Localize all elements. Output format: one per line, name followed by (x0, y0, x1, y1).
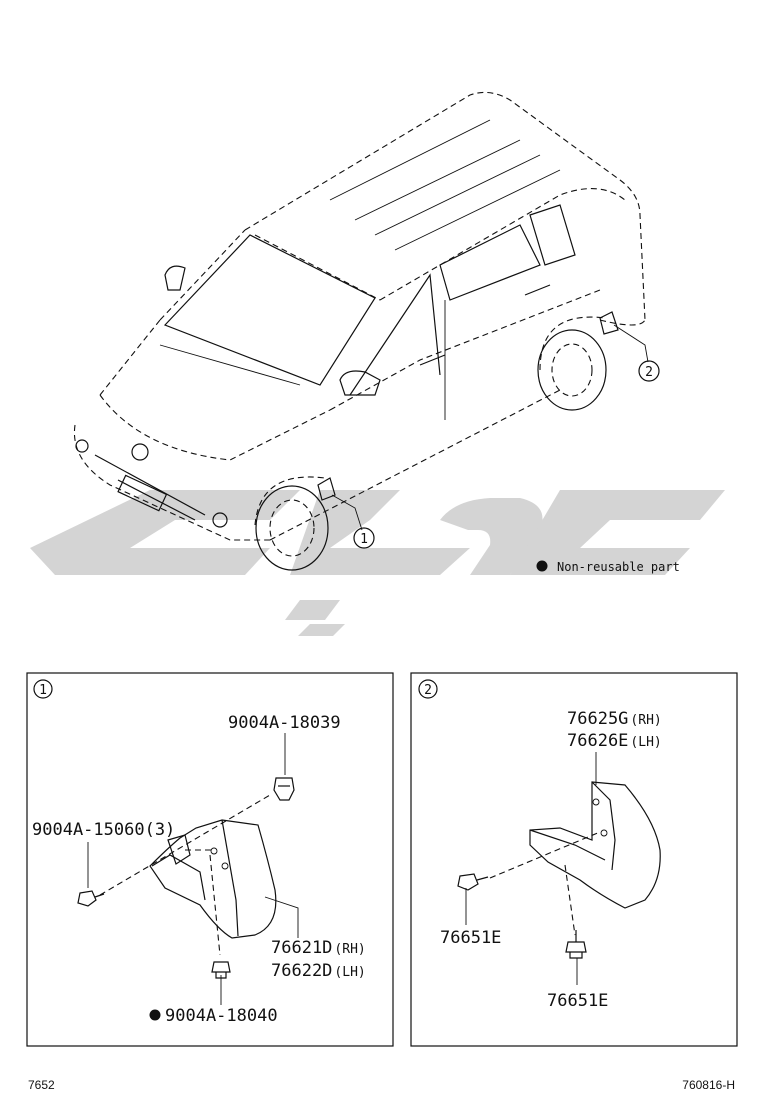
part-mudguard-rh: 76621D(RH) (271, 938, 366, 958)
svg-text:2: 2 (645, 365, 653, 380)
part-screw-bottom: 76651E (547, 991, 608, 1011)
screw-part-bottom (565, 930, 587, 959)
svg-text:1: 1 (360, 532, 368, 547)
part-bolt-bottom: 9004A-18040 (165, 1006, 278, 1026)
part-mudguard-lh: 76622D(LH) (271, 961, 366, 981)
clip-part (273, 777, 295, 801)
mudguard-part (529, 781, 661, 909)
part-mudguard-lh: 76626E(LH) (567, 731, 662, 751)
panel-1-marker: 1 (39, 683, 47, 698)
non-reusable-dot (149, 1009, 161, 1021)
panel-2: 2 76625G(RH) 76626E(LH) 76651E 76651E (410, 672, 738, 1047)
panel-1: 1 9004A-18039 9004A-15060(3) 76621D(RH) … (26, 672, 394, 1047)
legend-label: Non-reusable part (557, 560, 680, 574)
part-screw-left: 76651E (440, 928, 501, 948)
legend-dot (536, 560, 548, 572)
panel-2-marker: 2 (424, 683, 432, 698)
callout-2: 2 (638, 360, 660, 382)
footer-left-code: 7652 (28, 1078, 55, 1092)
part-screw-left: 9004A-15060(3) (32, 820, 175, 840)
screw-part (457, 873, 489, 891)
part-mudguard-rh: 76625G(RH) (567, 709, 662, 729)
vehicle-drawing (73, 91, 649, 571)
bolt-part (211, 961, 231, 979)
screw-part (77, 890, 105, 907)
legend-non-reusable: Non-reusable part (536, 560, 680, 574)
part-clip-top: 9004A-18039 (228, 713, 341, 733)
watermark-logo (30, 490, 725, 636)
footer-right-code: 760816-H (682, 1078, 735, 1092)
callout-1: 1 (353, 527, 375, 549)
mudguard-part (149, 819, 277, 939)
